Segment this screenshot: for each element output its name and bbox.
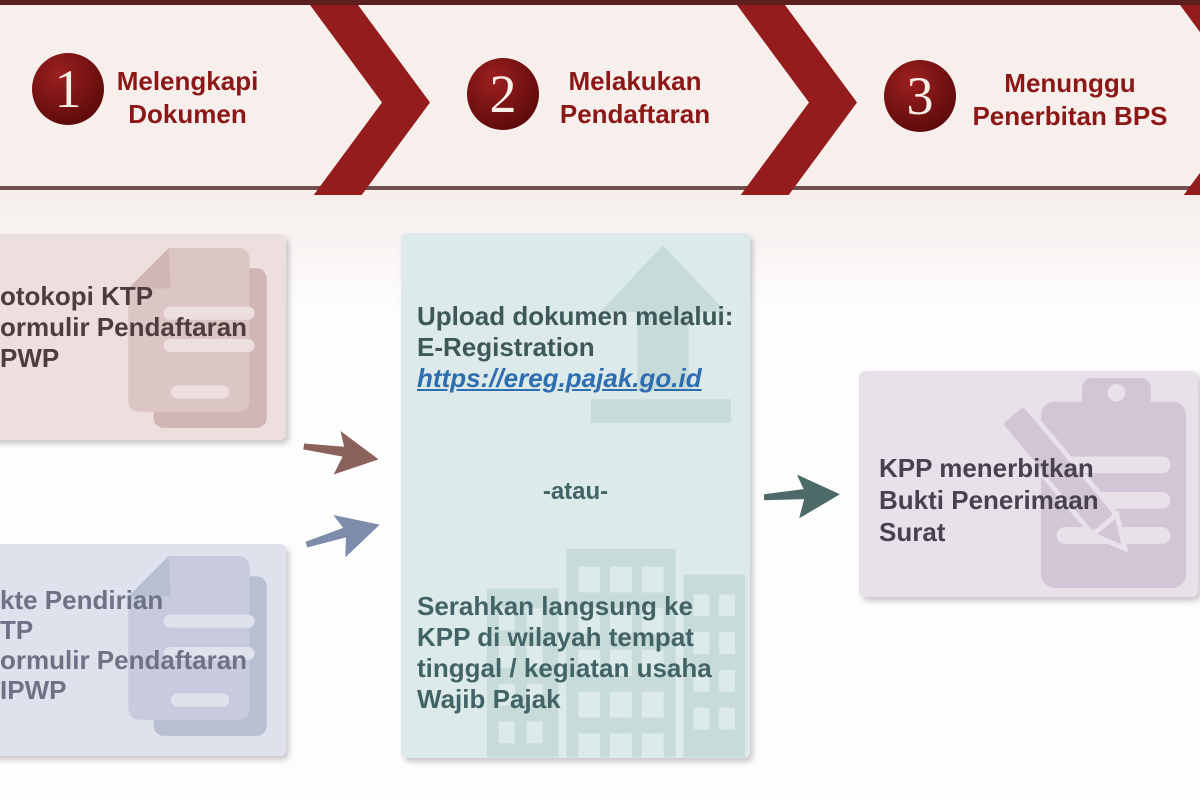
arrow-right-icon — [303, 431, 379, 475]
step-2-number-badge: 2 — [467, 58, 539, 130]
registration-box: Upload dokumen melalui: E-Registration h… — [401, 233, 750, 758]
process-banner: 1 Melengkapi Dokumen 2 Melakukan Pendaft… — [0, 0, 1200, 195]
documents-company-text: kte Pendirian TP ormulir Pendaftaran IPW… — [0, 585, 247, 705]
text-line: PWP — [0, 343, 60, 373]
text-line: otokopi KTP — [0, 281, 154, 311]
step-2-label: Melakukan Pendaftaran — [540, 65, 730, 131]
result-text: KPP menerbitkan Bukti Penerimaan Surat — [879, 452, 1099, 548]
text-line: ormulir Pendaftaran — [0, 645, 248, 675]
text-line: Upload dokumen melalui: — [417, 301, 734, 331]
step-label-line: Melengkapi — [116, 66, 259, 96]
text-line: tinggal / kegiatan usaha — [417, 653, 712, 683]
text-line: IPWP — [0, 675, 67, 705]
direct-submission-instructions: Serahkan langsung ke KPP di wilayah temp… — [417, 591, 712, 715]
step-label-line: Menunggu — [1004, 68, 1136, 98]
step-1-number-badge: 1 — [32, 53, 104, 125]
document-pages-icon — [128, 248, 267, 428]
text-line: E-Registration — [417, 332, 595, 362]
text-line: ormulir Pendaftaran — [0, 312, 248, 342]
documents-personal-text: otokopi KTP ormulir Pendaftaran PWP — [0, 281, 247, 374]
step-label-line: Pendaftaran — [559, 99, 711, 129]
document-pages-icon — [128, 556, 267, 736]
step-1-label: Melengkapi Dokumen — [100, 65, 275, 131]
clipboard-pencil-icon — [999, 378, 1187, 588]
upload-icon — [590, 245, 732, 423]
arrow-right-icon — [763, 474, 840, 519]
ereg-url-link[interactable]: https://ereg.pajak.go.id — [417, 363, 702, 393]
text-line: Serahkan langsung ke — [417, 591, 693, 621]
text-line: Wajib Pajak — [417, 684, 561, 714]
documents-personal-box: otokopi KTP ormulir Pendaftaran PWP — [0, 234, 286, 440]
text-line: TP — [0, 615, 34, 645]
or-separator-text: -atau- — [542, 478, 609, 505]
step-3-label: Menunggu Penerbitan BPS — [960, 67, 1180, 133]
result-box: KPP menerbitkan Bukti Penerimaan Surat — [859, 371, 1198, 597]
step-label-line: Dokumen — [128, 99, 247, 129]
office-buildings-icon — [486, 548, 746, 758]
text-line: Bukti Penerimaan — [879, 485, 1099, 515]
documents-company-box: kte Pendirian TP ormulir Pendaftaran IPW… — [0, 544, 286, 756]
upload-instructions: Upload dokumen melalui: E-Registration h… — [417, 301, 733, 394]
banner-bottom-line — [0, 186, 1200, 190]
text-line: KPP di wilayah tempat — [417, 622, 694, 652]
text-line: kte Pendirian — [0, 585, 164, 615]
chevron-separator-icon — [310, 5, 430, 195]
step-number: 3 — [906, 66, 934, 126]
text-line: Surat — [879, 517, 946, 547]
step-label-line: Penerbitan BPS — [972, 101, 1168, 131]
chevron-separator-icon — [737, 5, 857, 195]
step-number: 1 — [54, 59, 82, 119]
chevron-separator-icon — [1180, 5, 1200, 195]
arrow-right-icon — [305, 515, 380, 558]
step-label-line: Melakukan — [568, 66, 702, 96]
step-number: 2 — [489, 64, 517, 124]
step-3-number-badge: 3 — [884, 60, 956, 132]
text-line: KPP menerbitkan — [879, 453, 1094, 483]
